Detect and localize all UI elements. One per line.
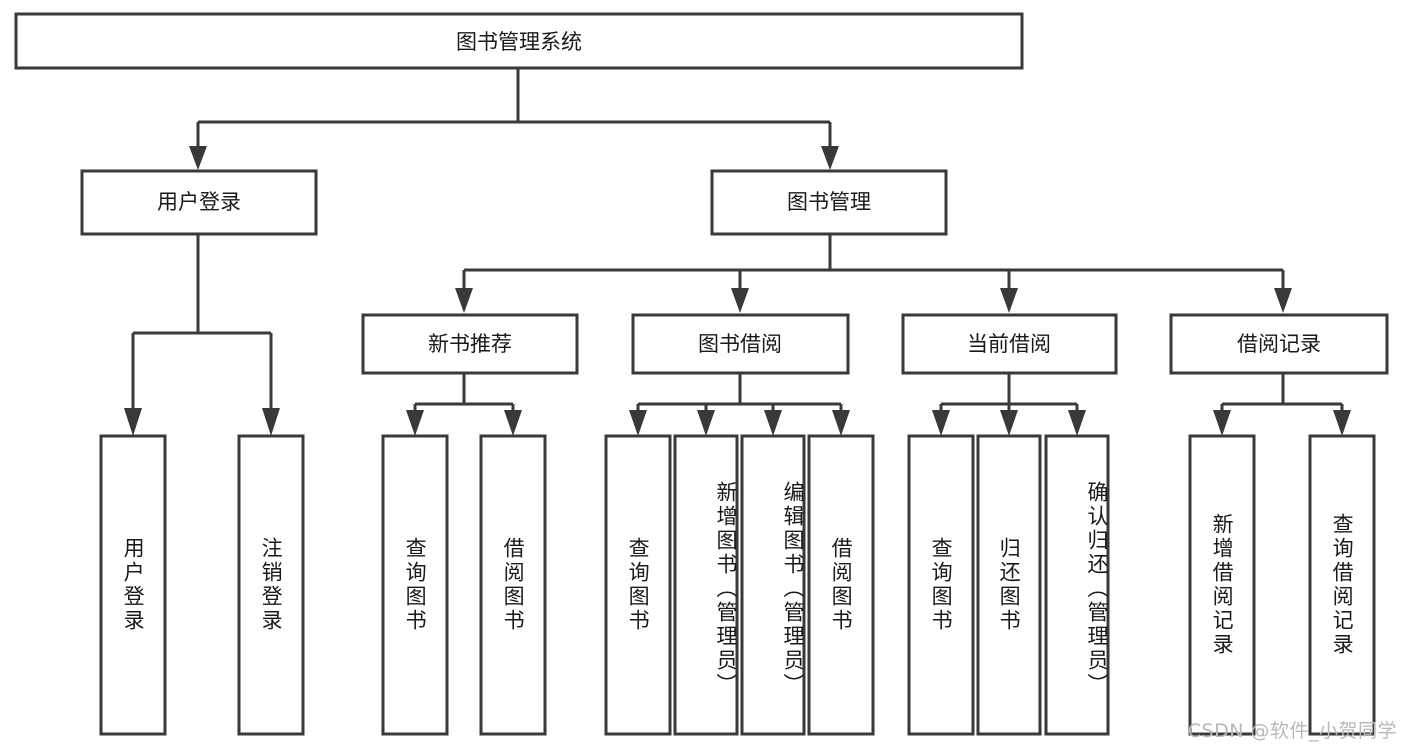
node-book-management[interactable]: 图书管理 <box>710 169 948 236</box>
connector-group-current-borrow <box>932 373 1086 436</box>
arrow-head-book-management <box>821 146 839 170</box>
connector-group-new-book-recommend <box>406 373 522 436</box>
node-book-management-system[interactable]: 图书管理系统 <box>14 12 1024 70</box>
arrow-head-leaf-query-book-1 <box>406 410 424 436</box>
node-label-root: 图书管理系统 <box>456 30 582 54</box>
node-box-leaf-borrow-book-2[interactable] <box>807 434 875 736</box>
node-current-borrow[interactable]: 当前借阅 <box>901 313 1118 375</box>
node-box-leaf-edit-book[interactable] <box>740 434 806 736</box>
arrow-head-leaf-query-book-3 <box>932 410 950 436</box>
connector-group-book-borrow <box>629 373 850 436</box>
arrow-head-leaf-edit-book <box>764 410 782 436</box>
node-borrow-record[interactable]: 借阅记录 <box>1169 313 1389 375</box>
arrow-head-new-book-recommend <box>455 288 473 313</box>
connector-group-root <box>189 68 839 170</box>
node-box-leaf-query-book-3[interactable] <box>907 434 975 736</box>
node-box-book-borrow[interactable] <box>631 313 850 375</box>
arrow-head-borrow-record <box>1274 288 1292 313</box>
node-box-borrow-record[interactable] <box>1169 313 1389 375</box>
arrow-head-leaf-return-book <box>1000 410 1018 436</box>
arrow-head-leaf-user-logout <box>262 408 280 436</box>
node-box-leaf-borrow-book-1[interactable] <box>479 434 547 736</box>
watermark-text: CSDN @软件_小贺同学 <box>1187 720 1397 742</box>
node-box-new-book-recommend[interactable] <box>361 313 579 375</box>
node-box-current-borrow[interactable] <box>901 313 1118 375</box>
arrow-head-current-borrow <box>1000 288 1018 313</box>
connector-group-user-login <box>124 234 280 436</box>
arrow-head-leaf-add-book <box>697 410 715 436</box>
node-label-borrow-record: 借阅记录 <box>1237 332 1321 356</box>
node-user-login[interactable]: 用户登录 <box>80 169 318 236</box>
node-box-root[interactable] <box>14 12 1024 70</box>
arrow-head-leaf-borrow-book-1 <box>504 410 522 436</box>
arrow-head-book-borrow <box>731 288 749 313</box>
node-label-user-login: 用户登录 <box>157 190 241 214</box>
arrow-head-leaf-add-record <box>1213 410 1231 436</box>
node-box-leaf-confirm-return[interactable] <box>1044 434 1110 736</box>
node-box-user-login[interactable] <box>80 169 318 236</box>
node-label-book-borrow: 图书借阅 <box>698 332 782 356</box>
node-box-leaf-user-login[interactable] <box>99 434 167 736</box>
node-box-leaf-query-book-1[interactable] <box>381 434 449 736</box>
connector-group-book-management <box>455 234 1292 313</box>
node-box-leaf-add-record[interactable] <box>1188 434 1256 736</box>
arrow-head-user-login <box>189 146 207 170</box>
node-label-new-book-recommend: 新书推荐 <box>428 332 512 356</box>
arrow-head-leaf-query-book-2 <box>629 410 647 436</box>
node-box-leaf-user-logout[interactable] <box>237 434 305 736</box>
arrow-head-leaf-query-record <box>1333 410 1351 436</box>
node-book-borrow[interactable]: 图书借阅 <box>631 313 850 375</box>
node-box-leaf-return-book[interactable] <box>976 434 1042 736</box>
connector-group-borrow-record <box>1213 373 1351 436</box>
arrow-head-leaf-borrow-book-2 <box>832 410 850 436</box>
node-box-book-management[interactable] <box>710 169 948 236</box>
node-label-book-management: 图书管理 <box>787 190 871 214</box>
node-box-leaf-add-book[interactable] <box>673 434 739 736</box>
node-box-leaf-query-book-2[interactable] <box>604 434 672 736</box>
node-label-current-borrow: 当前借阅 <box>967 332 1051 356</box>
arrow-head-leaf-user-login <box>124 408 142 436</box>
node-new-book-recommend[interactable]: 新书推荐 <box>361 313 579 375</box>
node-box-leaf-query-record[interactable] <box>1308 434 1376 736</box>
arrow-head-leaf-confirm-return <box>1068 410 1086 436</box>
